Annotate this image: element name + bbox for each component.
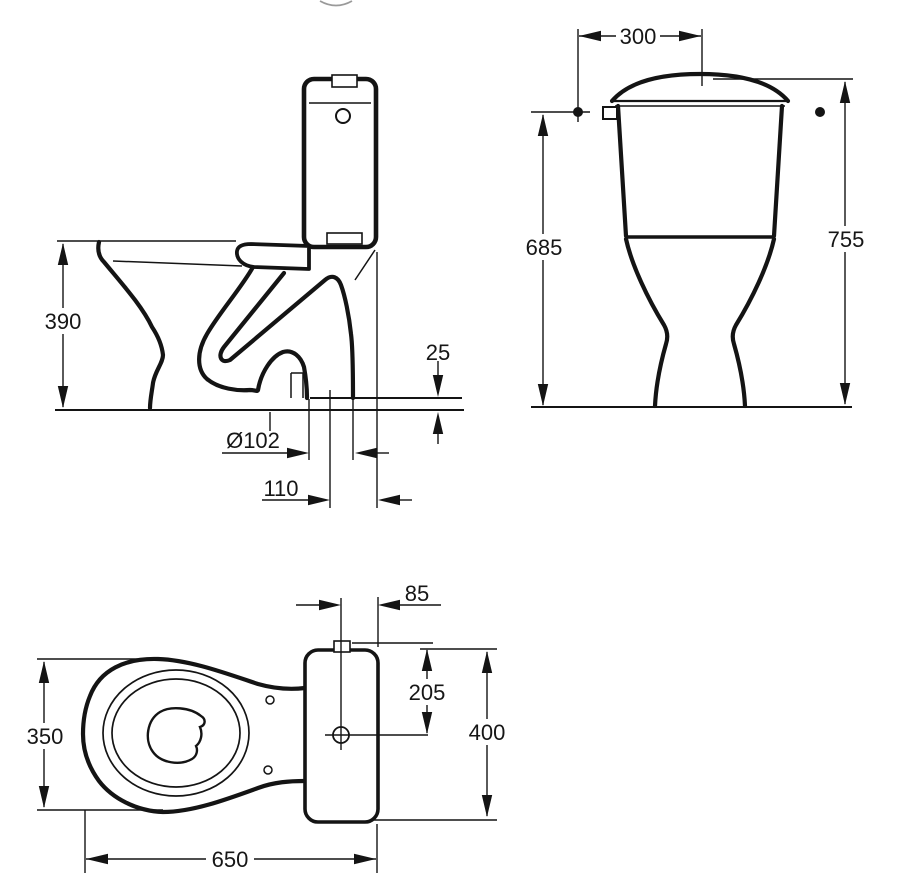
arrowhead <box>86 853 108 865</box>
arrowhead <box>354 853 376 865</box>
arrowhead <box>679 30 701 42</box>
side-flush-lever <box>602 106 618 120</box>
arrowhead <box>432 375 444 397</box>
label-backdrop <box>824 226 868 252</box>
dim-390-label: 390 <box>45 309 82 334</box>
dim-25-label: 25 <box>426 340 450 365</box>
dim-rear-width: 400 <box>465 651 509 817</box>
arrowhead <box>421 712 433 734</box>
arrowhead <box>287 447 309 459</box>
dim-102-label: Ø102 <box>226 428 280 453</box>
arrowhead <box>38 661 50 683</box>
cropped-edge-artifact <box>319 0 353 7</box>
label-backdrop <box>465 719 509 745</box>
inlet-notch <box>333 640 351 653</box>
label-backdrop <box>405 679 449 705</box>
dim-flush-offset: 300 <box>579 23 701 49</box>
rim-underside-line <box>112 260 243 267</box>
cistern-side <box>301 76 379 250</box>
extension-lines-front <box>577 29 703 122</box>
seat-ring-outer <box>102 669 250 797</box>
bowl-pedestal-right <box>730 236 777 409</box>
water-surface <box>146 707 206 764</box>
bowl-inner-wall-and-trap <box>197 264 310 401</box>
seat-ring-inner <box>111 678 241 788</box>
arrowhead <box>355 447 377 459</box>
bowl-pedestal-left <box>623 236 670 409</box>
cistern-front-sides <box>615 103 785 239</box>
arrowhead <box>839 383 851 405</box>
dim-300-label: 300 <box>620 24 657 49</box>
arrowhead <box>308 494 330 506</box>
bowl-plan-outline <box>80 656 308 815</box>
dim-overall-height: 755 <box>824 81 868 405</box>
flush-button <box>335 108 351 124</box>
rear-top-references <box>352 642 497 650</box>
dim-bowl-width: 350 <box>24 661 66 808</box>
dim-350-label: 350 <box>27 724 64 749</box>
seat-fixing-hole <box>263 765 273 775</box>
dim-inlet-offset: 85 <box>296 581 441 611</box>
arrowhead <box>378 494 400 506</box>
trap-weir-section <box>218 270 356 401</box>
fixing-point-right <box>815 107 825 117</box>
arrowhead <box>378 599 400 611</box>
dim-outlet-setback: 110 <box>262 476 412 506</box>
arrowhead <box>537 384 549 406</box>
extension-lines-side <box>269 252 378 508</box>
arrowhead <box>537 114 549 136</box>
bowl-front-profile <box>96 239 166 411</box>
arrowhead <box>432 412 444 434</box>
arrowhead <box>481 651 493 673</box>
dim-outlet-clearance: 25 <box>426 340 450 444</box>
arrowhead <box>839 81 851 103</box>
rear-taper-line <box>354 249 376 281</box>
arrowhead <box>481 795 493 817</box>
dim-755-label: 755 <box>828 227 865 252</box>
dim-bowl-height: 390 <box>41 243 85 408</box>
dim-outlet-diameter: Ø102 <box>222 428 389 459</box>
side-view: 390 25 Ø102 110 <box>41 74 464 508</box>
arrowhead <box>38 786 50 808</box>
dim-overall-depth: 650 <box>86 846 376 872</box>
dim-tank-height: 685 <box>522 114 566 406</box>
arrowhead <box>57 243 69 265</box>
dim-85-label: 85 <box>405 581 429 606</box>
cistern-base-slot <box>326 232 363 245</box>
label-backdrop <box>41 308 85 334</box>
dim-400-label: 400 <box>469 720 506 745</box>
dim-inlet-depth: 205 <box>405 649 449 734</box>
dim-205-label: 205 <box>409 680 446 705</box>
label-backdrop <box>616 23 660 49</box>
seat-fixing-hole <box>265 695 275 705</box>
depth-extension-lines <box>84 810 378 873</box>
arrowhead <box>57 386 69 408</box>
label-backdrop <box>206 846 254 872</box>
dim-110-label: 110 <box>263 476 298 501</box>
dim-685-label: 685 <box>526 235 563 260</box>
label-backdrop <box>24 723 66 749</box>
bowl-width-references <box>37 658 163 811</box>
cistern-lid-front <box>609 71 791 104</box>
cistern-lid-notch <box>331 74 358 88</box>
dim-650-label: 650 <box>212 847 249 872</box>
plan-view: 85 205 400 350 <box>24 581 509 873</box>
front-view: 300 685 755 <box>522 23 868 409</box>
arrowhead <box>319 599 341 611</box>
seat-section <box>235 242 311 271</box>
outlet-pipe-bore <box>290 372 304 398</box>
arrowhead <box>579 30 601 42</box>
label-backdrop <box>522 234 566 260</box>
arrowhead <box>421 649 433 671</box>
